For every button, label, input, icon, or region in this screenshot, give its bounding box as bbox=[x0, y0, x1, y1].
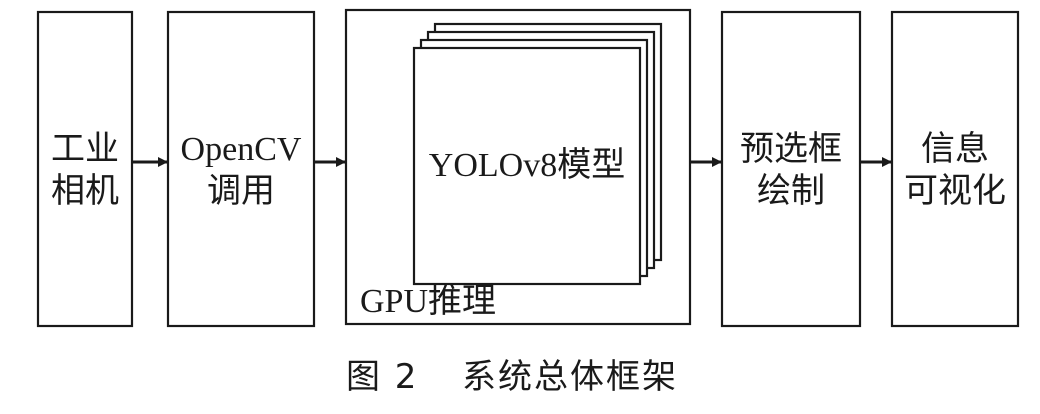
viz-label-line2: 可视化 bbox=[904, 171, 1006, 211]
opencv-box: OpenCV 调用 bbox=[166, 10, 316, 328]
bbox-label-line1: 预选框 bbox=[740, 129, 842, 169]
bbox-label-line2: 绘制 bbox=[757, 171, 825, 211]
gpu-inference-label: GPU推理 bbox=[360, 282, 496, 320]
camera-box: 工业 相机 bbox=[36, 10, 134, 328]
figure-number: 图 2 bbox=[346, 357, 418, 397]
viz-label-line1: 信息 bbox=[921, 129, 989, 169]
bbox-drawing-box: 预选框 绘制 bbox=[720, 10, 862, 328]
yolov8-model-label: YOLOv8模型 bbox=[429, 146, 625, 184]
opencv-label-line2: 调用 bbox=[207, 171, 275, 211]
gpu-inference-box: YOLOv8模型 GPU推理 bbox=[344, 8, 692, 326]
camera-label-line1: 工业 bbox=[51, 129, 119, 169]
figure-title: 系统总体框架 bbox=[462, 357, 678, 397]
visualization-box: 信息 可视化 bbox=[890, 10, 1020, 328]
model-stack-layer-front bbox=[412, 46, 642, 286]
opencv-label-line1: OpenCV bbox=[181, 131, 302, 168]
camera-label-line2: 相机 bbox=[51, 171, 119, 211]
